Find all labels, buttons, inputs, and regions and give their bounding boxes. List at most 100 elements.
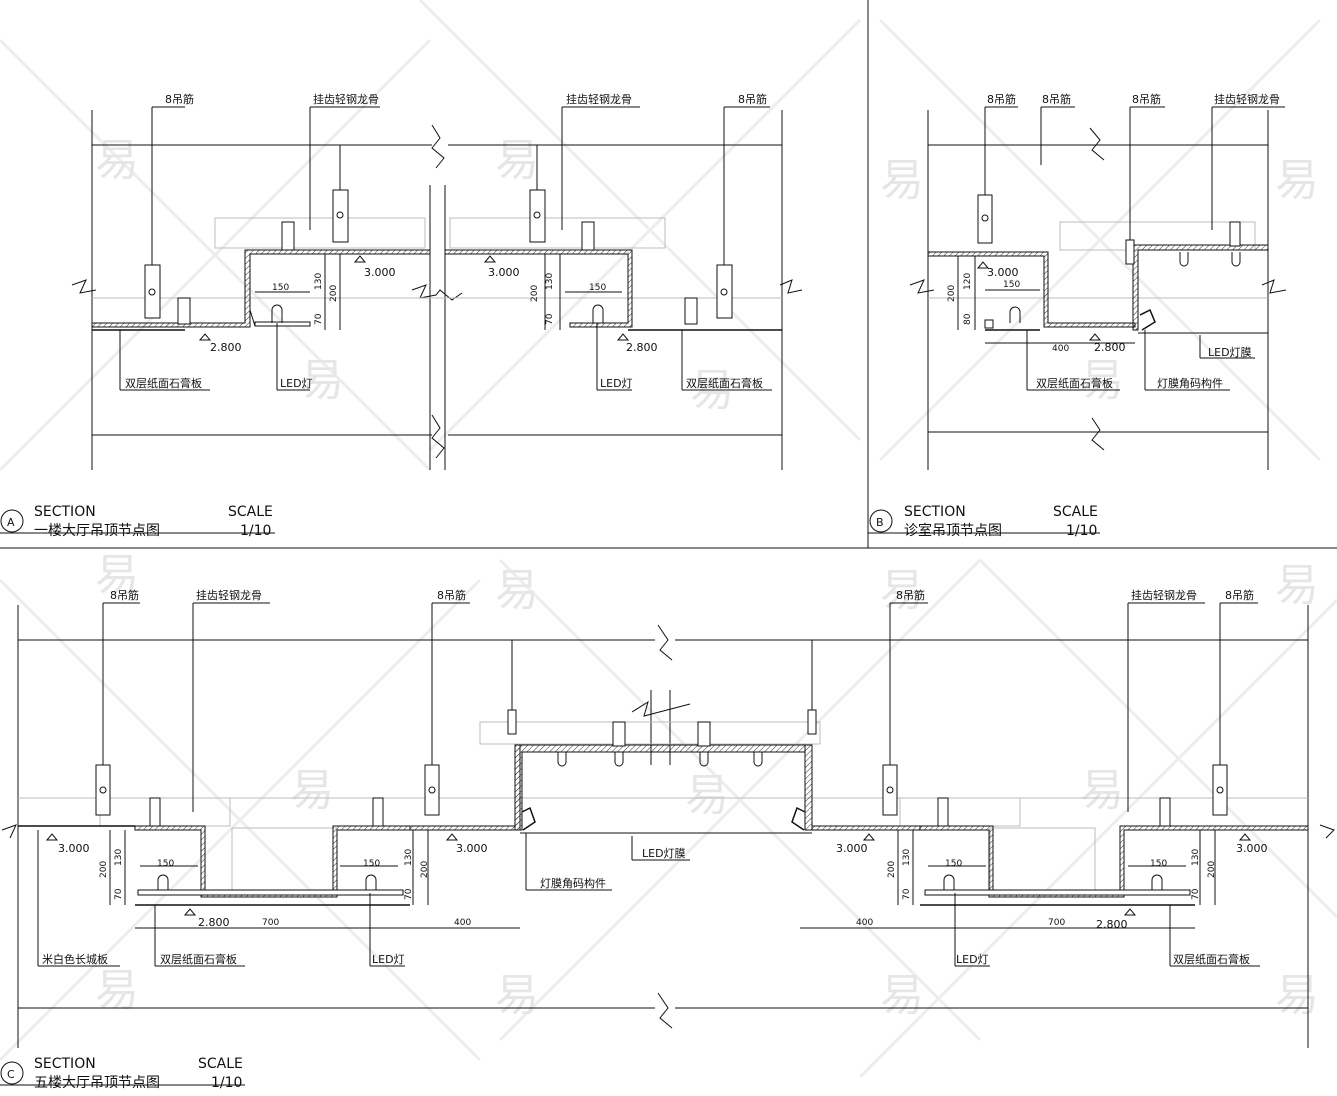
level-mark: 2.800: [198, 916, 230, 929]
hanger-rod-label: 8吊筋: [437, 588, 466, 602]
section-header: SECTION: [34, 1056, 96, 1072]
dim-label: 400: [454, 918, 471, 928]
steel-keel-label: 挂齿轻钢龙骨: [1214, 92, 1280, 106]
dim-label: 150: [945, 859, 962, 869]
keel-clip: [372, 797, 384, 827]
section-title: 一楼大厅吊顶节点图: [34, 523, 160, 539]
dim-label: 150: [157, 859, 174, 869]
led-film-label: LED灯膜: [1208, 346, 1252, 359]
led-fixture: [1179, 252, 1189, 267]
dim-label: 70: [404, 888, 414, 900]
break-symbol: [909, 279, 935, 294]
dim-label: 700: [1048, 918, 1065, 928]
led-fixture: [365, 874, 377, 890]
level-mark: 3.000: [456, 842, 488, 855]
led-film-label: LED灯膜: [642, 847, 686, 860]
section-header: SECTION: [904, 504, 966, 520]
scale-header: SCALE: [198, 1056, 243, 1072]
led-fixture: [699, 752, 709, 767]
dim-label: 200: [420, 861, 430, 878]
led-fixture: [557, 752, 567, 767]
level-mark: 3.000: [58, 842, 90, 855]
level-mark: 2.800: [1094, 341, 1126, 354]
section-marker-letter: C: [7, 1068, 15, 1081]
gypsum-board-label: 双层纸面石膏板: [1173, 952, 1250, 966]
keel-clip: [1159, 797, 1171, 827]
section-marker: [0, 509, 24, 533]
dim-label: 130: [545, 273, 555, 290]
gypsum-board-label: 双层纸面石膏板: [160, 952, 237, 966]
dim-label: 130: [314, 273, 324, 290]
dim-label: 70: [114, 888, 124, 900]
steel-keel-label: 挂齿轻钢龙骨: [1131, 588, 1197, 602]
dim-label: 70: [902, 888, 912, 900]
watermark-glyph: 易: [1275, 155, 1319, 206]
scale-header: SCALE: [1053, 504, 1098, 520]
dim-label: 400: [1052, 344, 1069, 354]
dim-label: 120: [963, 273, 973, 290]
hanger-rod-label: 8吊筋: [738, 92, 767, 106]
section-title: 诊室吊顶节点图: [904, 522, 1002, 539]
watermark-glyph: 易: [495, 135, 539, 186]
break-symbol: [411, 284, 463, 301]
level-mark: 3.000: [364, 266, 396, 279]
keel-clip: [281, 221, 295, 251]
break-symbol: [1091, 417, 1105, 451]
dim-label: 150: [1003, 280, 1020, 290]
hanger-rod-label: 8吊筋: [1132, 92, 1161, 106]
dim-label: 130: [1191, 849, 1201, 866]
dim-label: 200: [530, 285, 540, 302]
watermark-glyph: 易: [880, 970, 924, 1021]
section-c-drawing: 8吊筋 挂齿轻钢龙骨 8吊筋 8吊筋 挂齿轻钢龙骨 8吊筋 3.000 3.00…: [1, 588, 1335, 1048]
section-title: 五楼大厅吊顶节点图: [34, 1075, 160, 1091]
dim-label: 200: [1207, 861, 1217, 878]
break-symbol: [631, 700, 691, 717]
dim-label: 130: [404, 849, 414, 866]
section-scale: 1/10: [1066, 523, 1097, 539]
dim-label: 130: [902, 849, 912, 866]
break-symbol: [657, 992, 673, 1029]
keel-clip: [937, 797, 949, 827]
keel-clip: [149, 797, 161, 827]
led-light-label: LED灯: [280, 377, 313, 390]
watermark-glyph: 易: [290, 765, 334, 816]
gypsum-board-label: 双层纸面石膏板: [686, 376, 763, 390]
dim-label: 150: [272, 283, 289, 293]
dim-label: 150: [1150, 859, 1167, 869]
watermark-glyph: 易: [300, 355, 344, 406]
keel-clip: [684, 297, 698, 325]
hanger-rod-label: 8吊筋: [110, 588, 139, 602]
dim-label: 200: [947, 285, 957, 302]
film-bracket: [791, 806, 806, 831]
film-bracket-label: 灯膜角码构件: [540, 876, 606, 890]
watermark-glyph: 易: [1275, 560, 1319, 611]
break-symbol: [1089, 127, 1105, 161]
hanger-rod-label: 8吊筋: [896, 588, 925, 602]
led-fixture: [271, 304, 283, 323]
hanger-rod-label: 8吊筋: [987, 92, 1016, 106]
led-fixture: [943, 874, 955, 890]
level-mark: 3.000: [488, 266, 520, 279]
section-header: SECTION: [34, 504, 96, 520]
led-light-label: LED灯: [372, 953, 405, 966]
film-bracket: [1139, 308, 1156, 331]
keel-clip: [697, 721, 711, 747]
keel-clip: [612, 721, 626, 747]
watermark-glyph: 易: [495, 565, 539, 616]
scale-header: SCALE: [228, 504, 273, 520]
led-fixture: [753, 752, 763, 767]
long-board-label: 米白色长城板: [42, 952, 108, 966]
keel-clip: [1229, 221, 1241, 247]
watermark-glyph: 易: [880, 155, 924, 206]
dim-label: 70: [1191, 888, 1201, 900]
section-b-drawing: 8吊筋 8吊筋 8吊筋 挂齿轻钢龙骨 3.000 2.800 150 400 1…: [909, 92, 1287, 470]
break-symbol: [431, 124, 445, 169]
section-c-titleblock: C SECTION SCALE 五楼大厅吊顶节点图 1/10: [0, 1056, 243, 1091]
keel-clip: [581, 221, 595, 251]
level-mark: 2.800: [210, 341, 242, 354]
dim-label: 70: [314, 313, 324, 325]
led-light-label: LED灯: [956, 953, 989, 966]
